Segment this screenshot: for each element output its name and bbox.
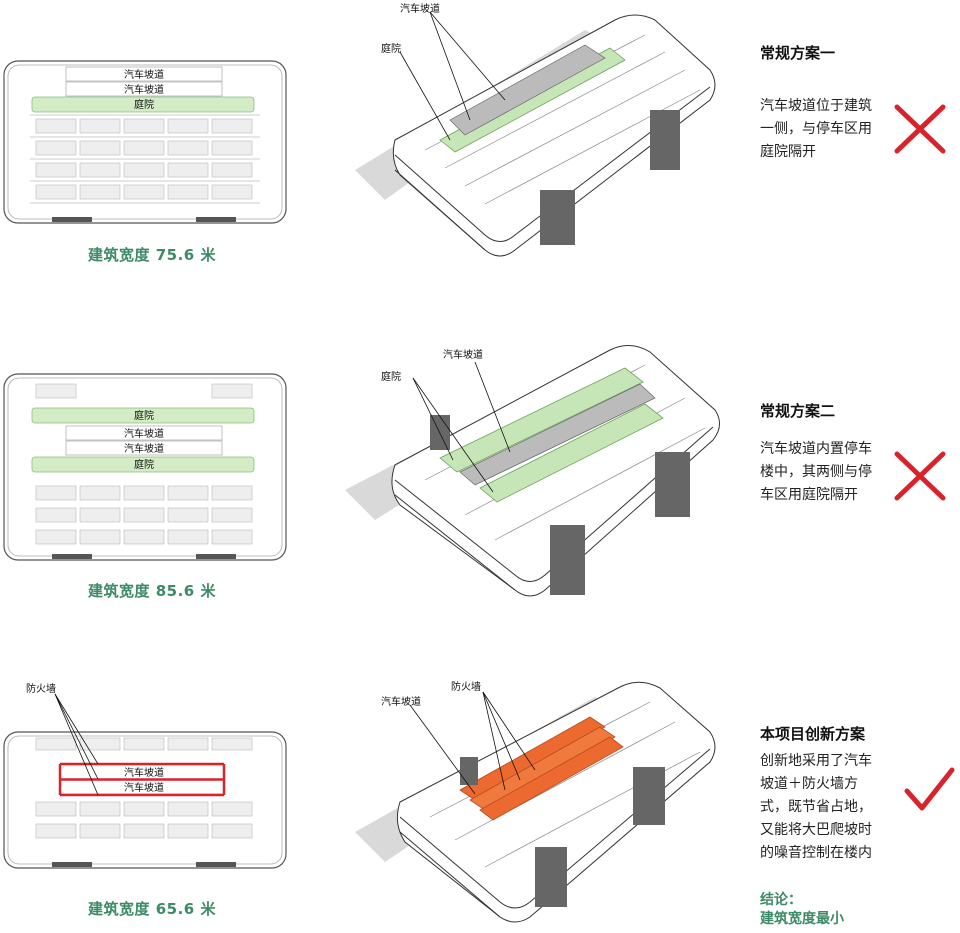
axon-scheme-1: 汽车坡道 庭院 xyxy=(355,2,716,257)
plan-courtyard-label: 庭院 xyxy=(134,458,154,471)
plan-ramp-label: 汽车坡道 xyxy=(124,442,164,455)
plan-courtyard-label: 庭院 xyxy=(134,409,154,422)
cross-icon xyxy=(894,451,946,501)
axon-firewall-label: 防火墙 xyxy=(451,680,481,693)
axon-courtyard-label: 庭院 xyxy=(381,370,401,383)
scheme-description: 汽车坡道内置停车楼中，其两侧与停车区用庭院隔开 xyxy=(760,441,872,503)
plan-ramp-label: 汽车坡道 xyxy=(124,83,164,96)
plan-scheme-3: 防火墙 汽车坡道 汽车坡道 xyxy=(3,682,287,869)
conclusion-label: 结论： xyxy=(760,892,802,908)
check-icon xyxy=(904,767,955,811)
plan-ramp-label: 汽车坡道 xyxy=(124,68,164,81)
plan-scheme-2: 庭院 汽车坡道 汽车坡道 庭院 xyxy=(3,373,287,561)
plan-ramp-label: 汽车坡道 xyxy=(124,781,164,794)
building-width-label: 建筑宽度 75.6 米 xyxy=(88,246,216,264)
scheme-title: 常规方案一 xyxy=(760,44,836,62)
axon-ramp-label: 汽车坡道 xyxy=(443,348,483,361)
plan-firewall-label: 防火墙 xyxy=(26,682,56,695)
scheme-description: 创新地采用了汽车坡道＋防火墙方式，既节省占地，又能将大巴爬坡时的噪音控制在楼内 xyxy=(760,753,872,861)
axon-courtyard-label: 庭院 xyxy=(381,42,401,55)
plan-scheme-1: 汽车坡道 汽车坡道 庭院 xyxy=(3,60,287,224)
axon-ramp-label: 汽车坡道 xyxy=(381,695,421,708)
building-width-label: 建筑宽度 65.6 米 xyxy=(88,900,216,918)
scheme-description: 汽车坡道位于建筑一侧，与停车区用庭院隔开 xyxy=(760,98,872,160)
cross-icon xyxy=(894,104,946,154)
scheme-title: 本项目创新方案 xyxy=(760,725,866,743)
axon-scheme-2: 汽车坡道 庭院 xyxy=(345,345,720,597)
axon-ramp-label: 汽车坡道 xyxy=(400,2,440,15)
plan-ramp-label: 汽车坡道 xyxy=(124,766,164,779)
building-width-label: 建筑宽度 85.6 米 xyxy=(88,582,216,600)
scheme-title: 常规方案二 xyxy=(760,402,836,420)
plan-ramp-label: 汽车坡道 xyxy=(124,427,164,440)
axon-scheme-3: 汽车坡道 防火墙 xyxy=(355,680,716,923)
plan-courtyard-label: 庭院 xyxy=(134,98,154,111)
conclusion-text: 建筑宽度最小 xyxy=(760,911,844,927)
